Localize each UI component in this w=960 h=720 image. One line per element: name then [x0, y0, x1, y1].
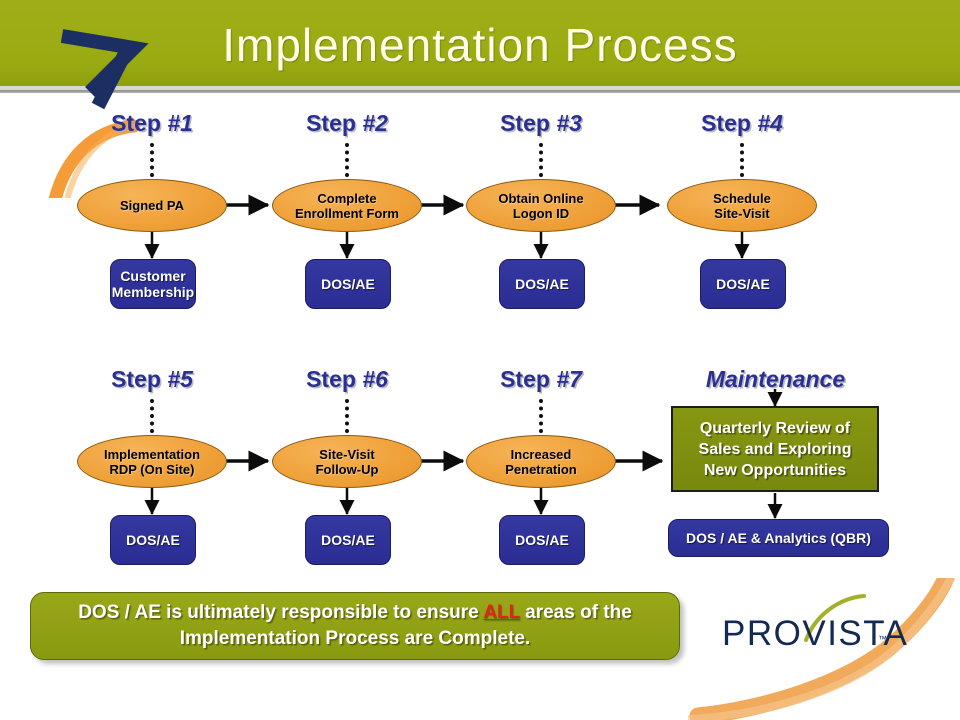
dotted-connector-1 — [150, 143, 158, 177]
step-word: Step — [500, 366, 557, 392]
step-word: Step — [306, 110, 363, 136]
provista-wordmark: PROVISTA — [722, 614, 909, 653]
owner-box-label: DOS/AE — [515, 276, 569, 292]
step-label-1: Step #1 — [92, 110, 212, 137]
page-title: Implementation Process — [222, 19, 738, 71]
step-label-4: Step #4 — [682, 110, 802, 137]
header-divider-dark — [0, 90, 960, 93]
owner-box-label: DOS/AE — [321, 276, 375, 292]
step-number: #2 — [362, 110, 388, 136]
provista-trademark-icon: ™ — [878, 634, 887, 644]
step-label-7: Step #7 — [481, 366, 601, 393]
step-label-2: Step #2 — [287, 110, 407, 137]
callout-banner: DOS / AE is ultimately responsible to en… — [30, 592, 680, 660]
owner-box-dos-ae-6[interactable]: DOS/AE — [305, 515, 391, 565]
step-label-5: Step #5 — [92, 366, 212, 393]
provista-logo-icon — [688, 578, 955, 720]
step-number: #4 — [757, 110, 783, 136]
step-number: #7 — [556, 366, 582, 392]
header-divider-light — [0, 86, 960, 90]
owner-box-label: DOS/AE — [321, 532, 375, 548]
step-label-6: Step #6 — [287, 366, 407, 393]
dotted-connector-3 — [539, 143, 547, 177]
dotted-connector-6 — [345, 399, 353, 433]
callout-emphasis: ALL — [483, 602, 520, 623]
owner-box-dos-ae-analytics-qbr[interactable]: DOS / AE & Analytics (QBR) — [668, 519, 889, 557]
step-number: #1 — [167, 110, 193, 136]
step-word: Step — [111, 366, 168, 392]
step-number: #5 — [167, 366, 193, 392]
step-word: Step — [111, 110, 168, 136]
step-word: Step — [701, 110, 758, 136]
owner-box-dos-ae-7[interactable]: DOS/AE — [499, 515, 585, 565]
dotted-connector-5 — [150, 399, 158, 433]
step-label-3: Step #3 — [481, 110, 601, 137]
owner-box-label: DOS/AE — [126, 532, 180, 548]
dotted-connector-2 — [345, 143, 353, 177]
process-node-label: Signed PA — [119, 198, 185, 213]
dotted-connector-4 — [740, 143, 748, 177]
step-number: #3 — [556, 110, 582, 136]
owner-box-dos-ae-2[interactable]: DOS/AE — [305, 259, 391, 309]
step-word: Step — [500, 110, 557, 136]
dotted-connector-7 — [539, 399, 547, 433]
step-word: Step — [306, 366, 363, 392]
header-band — [0, 0, 960, 86]
owner-box-label: DOS/AE — [716, 276, 770, 292]
maintenance-label: Maintenance — [705, 366, 846, 392]
owner-box-dos-ae-5[interactable]: DOS/AE — [110, 515, 196, 565]
step-number: #6 — [362, 366, 388, 392]
owner-box-label: DOS/AE — [515, 532, 569, 548]
callout-text: DOS / AE is ultimately responsible to en… — [78, 602, 632, 649]
process-node-signed-pa[interactable]: Signed PA — [77, 179, 227, 232]
owner-box-dos-ae-3[interactable]: DOS/AE — [499, 259, 585, 309]
owner-box-dos-ae-4[interactable]: DOS/AE — [700, 259, 786, 309]
owner-box-label: DOS / AE & Analytics (QBR) — [686, 530, 871, 546]
